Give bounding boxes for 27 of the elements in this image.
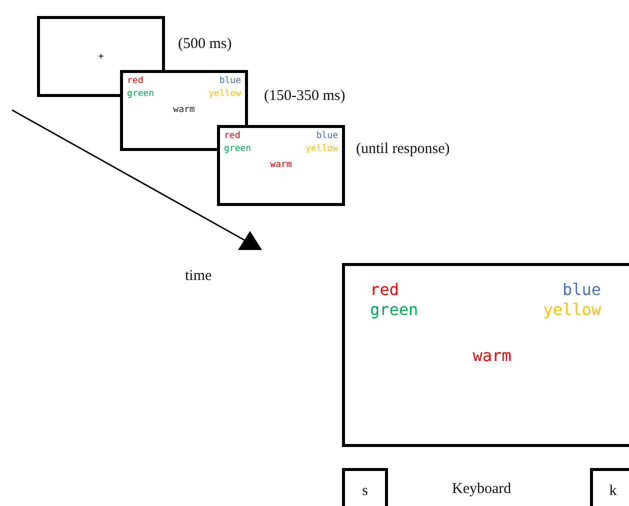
- color-word: yellow: [208, 89, 241, 99]
- fixation-cross: +: [98, 52, 104, 62]
- key-box: [342, 468, 388, 506]
- target-word: warm: [173, 105, 195, 115]
- color-word: blue: [316, 131, 338, 141]
- screen-frame: [342, 263, 629, 447]
- duration-label: (until response): [356, 141, 450, 158]
- color-word: yellow: [543, 300, 601, 319]
- key-label: s: [362, 482, 368, 500]
- color-word: red: [224, 131, 240, 141]
- color-word: green: [370, 300, 418, 319]
- screen-frame: [217, 125, 345, 206]
- target-word: warm: [472, 346, 512, 365]
- axis-label: time: [185, 268, 212, 285]
- color-word: blue: [562, 280, 601, 299]
- key-label: k: [609, 482, 617, 500]
- duration-label: (150-350 ms): [264, 88, 346, 105]
- color-word: green: [224, 144, 252, 154]
- keyboard-label: Keyboard: [452, 481, 512, 498]
- color-word: red: [127, 76, 144, 86]
- color-word: blue: [219, 76, 241, 86]
- duration-label: (500 ms): [178, 36, 232, 53]
- target-word: warm: [270, 160, 292, 170]
- color-word: yellow: [305, 144, 338, 154]
- color-word: red: [370, 280, 399, 299]
- color-word: green: [127, 89, 154, 99]
- screen-frame: [37, 16, 165, 97]
